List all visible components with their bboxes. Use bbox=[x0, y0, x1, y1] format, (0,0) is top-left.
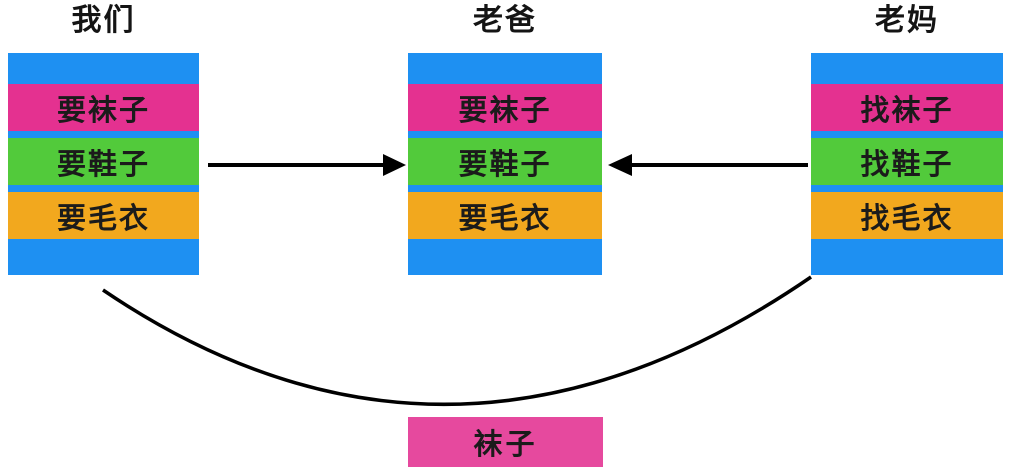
bar-mom-shoes: 找鞋子 bbox=[811, 138, 1003, 185]
arrow-mom-to-dad bbox=[608, 154, 808, 176]
bar-dad-shoes: 要鞋子 bbox=[408, 138, 602, 185]
bar-mom-socks: 找袜子 bbox=[811, 84, 1003, 131]
arrowhead-left-icon bbox=[608, 154, 632, 176]
column-dad: 要袜子 要鞋子 要毛衣 bbox=[408, 53, 602, 275]
bar-we-socks: 要袜子 bbox=[8, 84, 199, 131]
curve-we-to-mom bbox=[102, 275, 812, 407]
column-we: 要袜子 要鞋子 要毛衣 bbox=[8, 53, 199, 275]
column-title-dad: 老爸 bbox=[473, 4, 537, 37]
column-title-we: 我们 bbox=[71, 4, 136, 37]
result-box-label: 袜子 bbox=[473, 429, 538, 461]
bar-dad-sweater: 要毛衣 bbox=[408, 192, 602, 239]
arrowhead-right-icon bbox=[383, 154, 406, 176]
arrow-we-to-dad bbox=[208, 154, 406, 176]
bar-mom-sweater: 找毛衣 bbox=[811, 192, 1003, 239]
column-title-mom: 老妈 bbox=[875, 4, 939, 37]
result-box-socks: 袜子 bbox=[408, 417, 603, 467]
column-mom: 找袜子 找鞋子 找毛衣 bbox=[811, 53, 1003, 275]
bar-we-sweater: 要毛衣 bbox=[8, 192, 199, 239]
bar-we-shoes: 要鞋子 bbox=[8, 138, 199, 185]
bar-dad-socks: 要袜子 bbox=[408, 84, 602, 131]
